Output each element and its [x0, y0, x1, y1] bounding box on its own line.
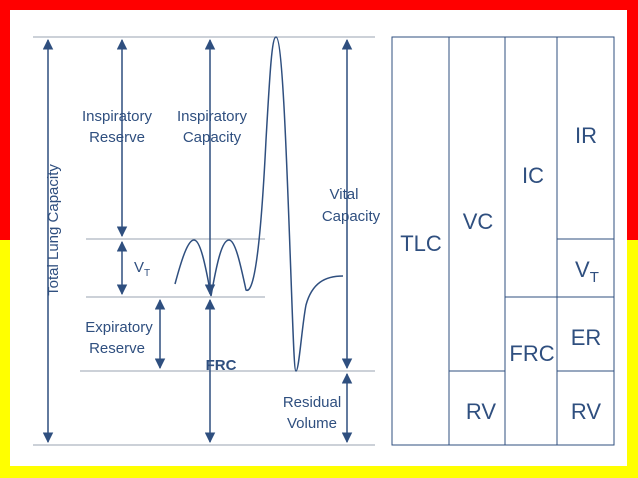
table-cell-rv-vc: RV	[466, 399, 496, 424]
frc-label: FRC	[206, 357, 237, 374]
vital-capacity-label-line2: Capacity	[322, 208, 381, 225]
capacity-table	[391, 36, 615, 446]
inspiratory-reserve-label-line2: Reserve	[89, 129, 145, 146]
inspiratory-capacity-label-line2: Capacity	[183, 129, 242, 146]
tidal-volume-label: VT	[134, 259, 150, 279]
spirogram-trace	[174, 36, 344, 372]
residual-volume-label-line2: Volume	[287, 415, 337, 432]
guide-lines	[33, 36, 375, 446]
table-cell-ic: IC	[522, 163, 544, 188]
table-cell-rv-col: RV	[571, 399, 601, 424]
expiratory-reserve-label-line1: Expiratory	[85, 319, 153, 336]
residual-volume-label-line1: Residual	[283, 394, 341, 411]
tidal-volume-sub: T	[144, 268, 150, 279]
table-cell-ir: IR	[575, 123, 597, 148]
vital-capacity-label-line1: Vital	[330, 186, 359, 203]
inspiratory-reserve-label-line1: Inspiratory	[82, 108, 153, 125]
measurement-arrows	[42, 38, 353, 444]
table-cell-tlc: TLC	[400, 231, 442, 256]
table-cell-vc: VC	[463, 209, 494, 234]
table-cell-er: ER	[571, 325, 602, 350]
tidal-volume-v: V	[134, 259, 144, 276]
table-cell-vt-sub: T	[590, 269, 599, 286]
table-outline	[391, 36, 615, 446]
inspiratory-capacity-label-line1: Inspiratory	[177, 108, 248, 125]
diagram-panel	[10, 10, 627, 466]
table-cell-frc: FRC	[509, 341, 554, 366]
expiratory-reserve-label-line2: Reserve	[89, 340, 145, 357]
table-cell-vt: VT	[575, 257, 599, 286]
table-cell-vt-v: V	[575, 257, 590, 282]
total-lung-capacity-label: Total Lung Capacity	[45, 164, 62, 296]
